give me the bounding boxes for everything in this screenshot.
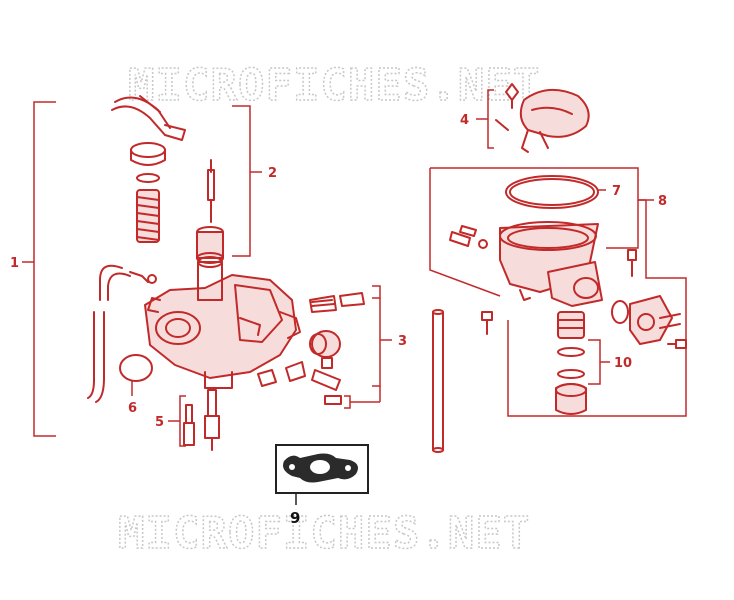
callout-10: 10 xyxy=(614,356,632,371)
bracket-2 xyxy=(232,105,262,257)
throttle-valve xyxy=(196,226,224,264)
idle-screw-set xyxy=(257,292,365,405)
bracket-1 xyxy=(22,101,56,437)
o-ring-small xyxy=(136,173,160,183)
callout-9: 9 xyxy=(290,509,300,527)
callout-5: 5 xyxy=(155,415,164,430)
bowl-gasket xyxy=(119,354,153,382)
vent-hose xyxy=(87,264,157,403)
throttle-spring xyxy=(136,189,160,243)
drain-screws xyxy=(183,389,220,451)
callout-8: 8 xyxy=(658,194,667,209)
bracket-4 xyxy=(476,89,494,149)
watermark-top: MICROFICHES.NET xyxy=(128,60,540,111)
callout-2: 2 xyxy=(268,166,277,181)
main-jet-assembly xyxy=(555,311,587,415)
jet-needle xyxy=(207,159,215,223)
watermark-bottom: MICROFICHES.NET xyxy=(118,508,530,559)
intake-gasket-box xyxy=(275,444,369,494)
callout-3: 3 xyxy=(398,334,407,349)
callout-4: 4 xyxy=(460,113,469,128)
fuel-hose-top xyxy=(111,95,186,141)
bowl-screw-left xyxy=(449,225,488,249)
enrichener-valve xyxy=(611,295,687,349)
choke-assembly xyxy=(495,83,590,153)
carburetor-body xyxy=(144,256,301,389)
bowl-o-ring xyxy=(505,175,599,209)
float-bowl xyxy=(499,221,603,307)
callout-7: 7 xyxy=(612,184,621,199)
float-pin-rod xyxy=(432,309,444,453)
bracket-10 xyxy=(588,339,610,385)
bowl-screw-right xyxy=(627,249,637,277)
small-screw xyxy=(481,311,493,335)
top-nut xyxy=(130,142,166,166)
callout-6: 6 xyxy=(128,401,137,416)
bracket-5 xyxy=(168,395,186,447)
callout-1: 1 xyxy=(10,256,19,271)
bracket-3 xyxy=(344,285,392,409)
